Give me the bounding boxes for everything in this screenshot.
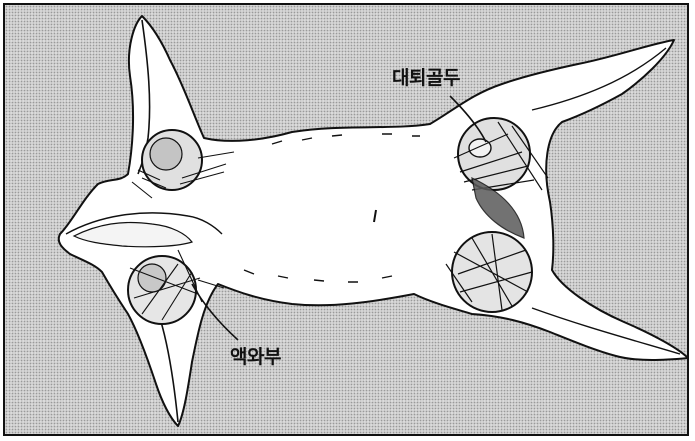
- hide-drawing: [5, 5, 689, 436]
- lower-fore-joint-inner: [138, 264, 166, 292]
- femoral-head: [469, 139, 491, 157]
- femoral-head-label: 대퇴골두: [392, 69, 460, 88]
- axillary-label: 액와부: [230, 348, 281, 367]
- upper-fore-joint-inner: [150, 138, 182, 170]
- figure-frame: 대퇴골두 액와부: [3, 3, 689, 436]
